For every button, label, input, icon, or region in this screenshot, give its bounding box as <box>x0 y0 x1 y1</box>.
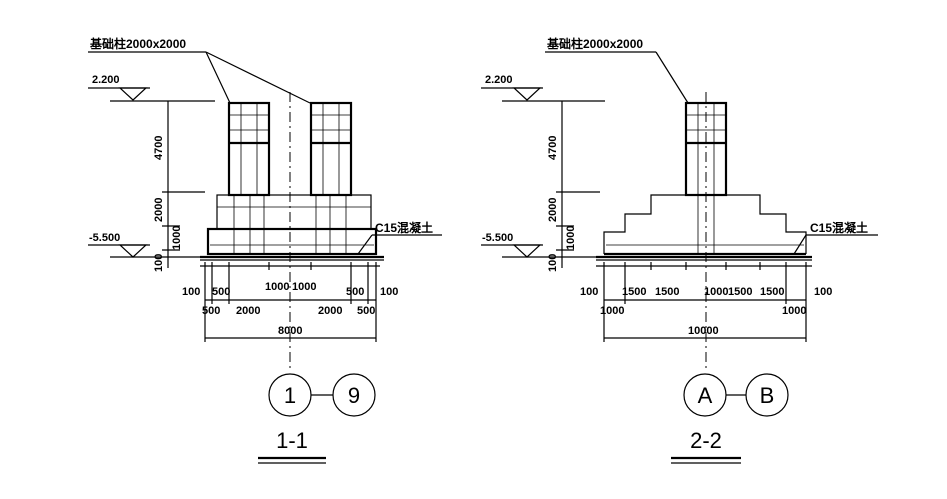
hdim-total: 10000 <box>688 325 719 337</box>
hdim-top-4: 500 <box>346 286 364 298</box>
vdim-1000: 1000 <box>565 226 577 250</box>
hdim-top-2: 1500 <box>655 286 679 298</box>
hdim-bottom-2: 2000 <box>318 305 342 317</box>
hdim-top-6: 100 <box>814 286 832 298</box>
top-level-text: 2.200 <box>485 74 513 86</box>
hdim-top-1: 1500 <box>622 286 646 298</box>
top-level-text: 2.200 <box>92 74 120 86</box>
column-label: 基础柱2000x2000 <box>546 36 643 51</box>
section-1-1: 基础柱2000x2000 2.200 -5.500 4700 2000 1000… <box>88 36 442 464</box>
axis-label-left: 1 <box>284 383 296 408</box>
vdim-100: 100 <box>153 254 165 272</box>
label-leader-right <box>205 51 311 104</box>
label-leader <box>655 51 689 104</box>
concrete-leader <box>357 234 373 255</box>
hdim-ticks <box>603 262 807 342</box>
hdim-total: 8000 <box>278 325 302 337</box>
hdim-top-4: 1500 <box>728 286 752 298</box>
footing-step <box>216 194 372 230</box>
axis-bubble-right <box>745 373 789 417</box>
section-2-2: 基础柱2000x2000 2.200 -5.500 4700 2000 1000… <box>481 36 878 464</box>
hdim-top-0: 100 <box>182 286 200 298</box>
hdim-bottom-1: 2000 <box>236 305 260 317</box>
footing-steps-left <box>603 194 686 254</box>
column-left <box>227 101 271 197</box>
axis-label-left: A <box>698 383 713 408</box>
vdim-100: 100 <box>547 254 559 272</box>
column-label: 基础柱2000x2000 <box>89 36 186 51</box>
vdim-4700: 4700 <box>547 136 559 160</box>
vdim-2000: 2000 <box>547 198 559 222</box>
bottom-level-triangle <box>118 244 148 258</box>
hdim-top-0: 100 <box>580 286 598 298</box>
hdim-bottom-0: 1000 <box>600 305 624 317</box>
section-title: 1-1 <box>276 428 308 453</box>
hdim-ticks <box>204 262 377 342</box>
axis-label-right: B <box>760 383 775 408</box>
top-level-triangle <box>118 87 148 101</box>
hdim-bottom-3: 500 <box>357 305 375 317</box>
concrete-label: C15混凝土 <box>375 220 433 235</box>
vdim-1000: 1000 <box>171 226 183 250</box>
hdim-bottom-1: 1000 <box>782 305 806 317</box>
axis-label-right: 9 <box>348 383 360 408</box>
bottom-level-triangle <box>512 244 542 258</box>
footing-base <box>206 227 378 256</box>
footing-steps-right <box>726 194 807 254</box>
hdim-top-5: 1500 <box>760 286 784 298</box>
bottom-level-text: -5.500 <box>482 232 513 244</box>
top-level-triangle <box>512 87 542 101</box>
concrete-label: C15混凝土 <box>810 220 868 235</box>
label-leader-left <box>205 51 231 104</box>
column-right <box>309 101 353 197</box>
hdim-bottom-0: 500 <box>202 305 220 317</box>
hdim-top-5: 100 <box>380 286 398 298</box>
hdim-top-2: 1000 <box>265 281 289 293</box>
bottom-level-text: -5.500 <box>89 232 120 244</box>
rebar-verticals <box>233 195 347 254</box>
concrete-leader <box>793 234 807 255</box>
hdim-top-3: 1000 <box>292 281 316 293</box>
hdim-top-1: 500 <box>212 286 230 298</box>
axis-bubble-right <box>332 373 376 417</box>
section-title: 2-2 <box>690 428 722 453</box>
hdim-top-3: 1000 <box>704 286 728 298</box>
vdim-2000: 2000 <box>153 198 165 222</box>
vdim-4700: 4700 <box>153 136 165 160</box>
